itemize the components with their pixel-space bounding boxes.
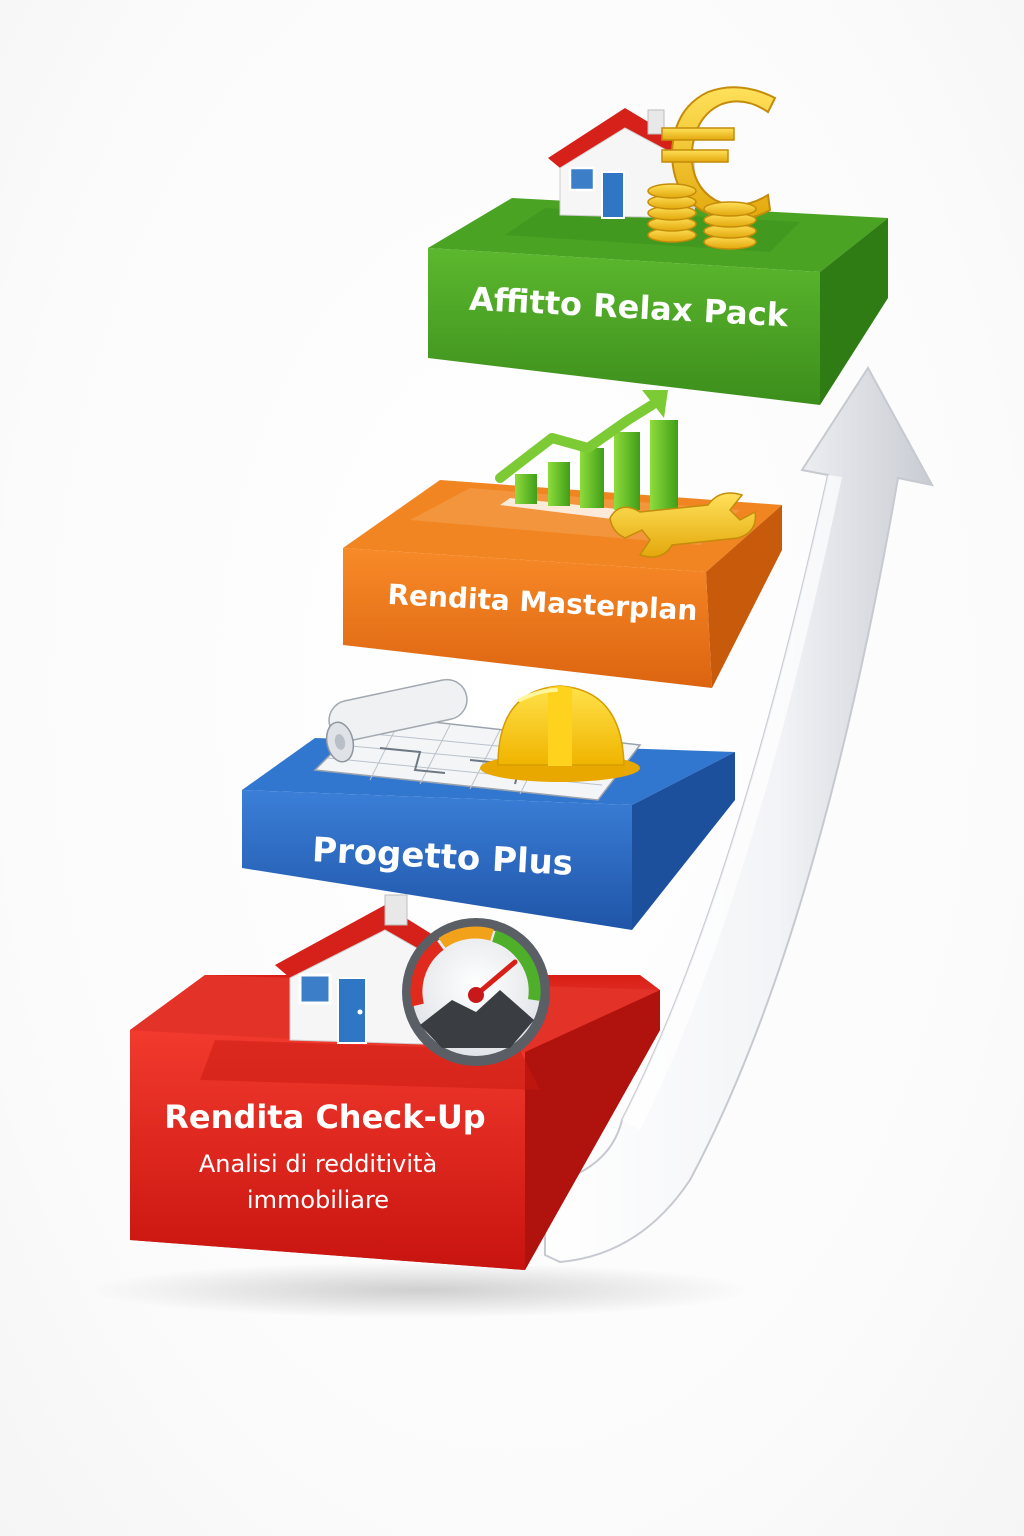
step-right-panel [525, 990, 660, 1270]
step-affitto-relax-pack: Affitto Relax Pack [428, 86, 888, 405]
euro-icon [661, 86, 777, 221]
step-progetto-plus: Progetto Plus [242, 678, 735, 930]
step-front-panel [130, 1030, 525, 1270]
upward-progress-arrow [544, 366, 934, 1264]
step-right-panel [820, 218, 888, 405]
step-rendita-masterplan: Rendita Masterplan [343, 390, 782, 688]
arrow-highlight [622, 475, 842, 1130]
step-subtitle-line1: Analisi di redditività [199, 1150, 437, 1178]
step-front-panel [428, 248, 820, 405]
speedometer-gauge-icon [402, 918, 550, 1066]
step-front-panel [242, 790, 632, 930]
step-front-panel [343, 548, 712, 688]
arrow-body [544, 366, 934, 1264]
ground-shadow [90, 1262, 750, 1318]
step-right-panel [706, 505, 782, 688]
step-right-panel [632, 752, 735, 930]
house-icon [548, 108, 695, 219]
step-rendita-check-up: Rendita Check-Up Analisi di redditività … [130, 894, 660, 1270]
coin-stack-icon [647, 183, 757, 250]
step-title: Rendita Check-Up [164, 1098, 485, 1136]
hard-hat-icon [480, 685, 640, 782]
step-subtitle-line2: immobiliare [247, 1186, 389, 1214]
wrench-icon [609, 492, 757, 558]
